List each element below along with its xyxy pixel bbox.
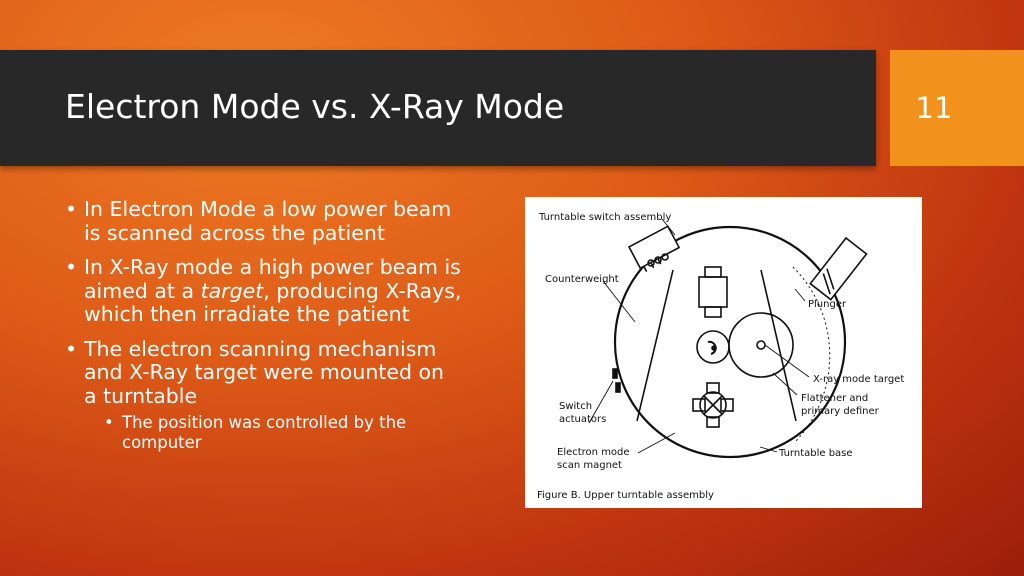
label-switch-1: Switch (559, 401, 592, 412)
switch-actuator (612, 368, 618, 379)
sub-bullet-position: The position was controlled by the compu… (100, 413, 462, 453)
slide-number-box (890, 50, 1024, 166)
label-counterweight: Counterweight (545, 274, 619, 285)
electron-scan-magnet (692, 382, 734, 428)
label-switch-2: actuators (559, 414, 606, 425)
label-turntable-switch: Turntable switch assembly (538, 212, 671, 223)
label-turntable-base: Turntable base (778, 448, 853, 459)
target-emphasis: target (200, 278, 264, 303)
sub-bullet-list: The position was controlled by the compu… (84, 413, 462, 453)
slide-number: 11 (915, 91, 953, 125)
label-electron-1: Electron mode (557, 447, 630, 458)
slide-title: Electron Mode vs. X-Ray Mode (65, 87, 565, 126)
xray-mode-target (728, 312, 794, 378)
label-flattener-1: Flattener and (801, 393, 868, 404)
bullet-electron-mode: In Electron Mode a low power beam is sca… (62, 197, 462, 245)
label-plunger: Plunger (808, 299, 847, 310)
title-bar (0, 50, 876, 166)
turntable-outer-circle (613, 225, 847, 459)
bullet-xray-mode: In X-Ray mode a high power beam is aimed… (62, 255, 462, 327)
turntable-diagram: Turntable switch assembly Counterweight … (537, 212, 904, 501)
label-xray-target: X-ray mode target (813, 374, 904, 385)
switch-actuator (615, 382, 621, 393)
turntable-figure: Turntable switch assembly Counterweight … (525, 197, 922, 508)
figure-caption: Figure B. Upper turntable assembly (537, 490, 714, 501)
counterweight (636, 266, 797, 422)
bullet-list: In Electron Mode a low power beam is sca… (62, 197, 462, 464)
bullet-turntable: The electron scanning mechanism and X-Ra… (62, 337, 462, 454)
label-electron-2: scan magnet (557, 460, 622, 471)
turntable-dashed-arc (792, 266, 831, 443)
plunger (809, 236, 868, 301)
label-flattener-2: primary definer (801, 406, 880, 417)
